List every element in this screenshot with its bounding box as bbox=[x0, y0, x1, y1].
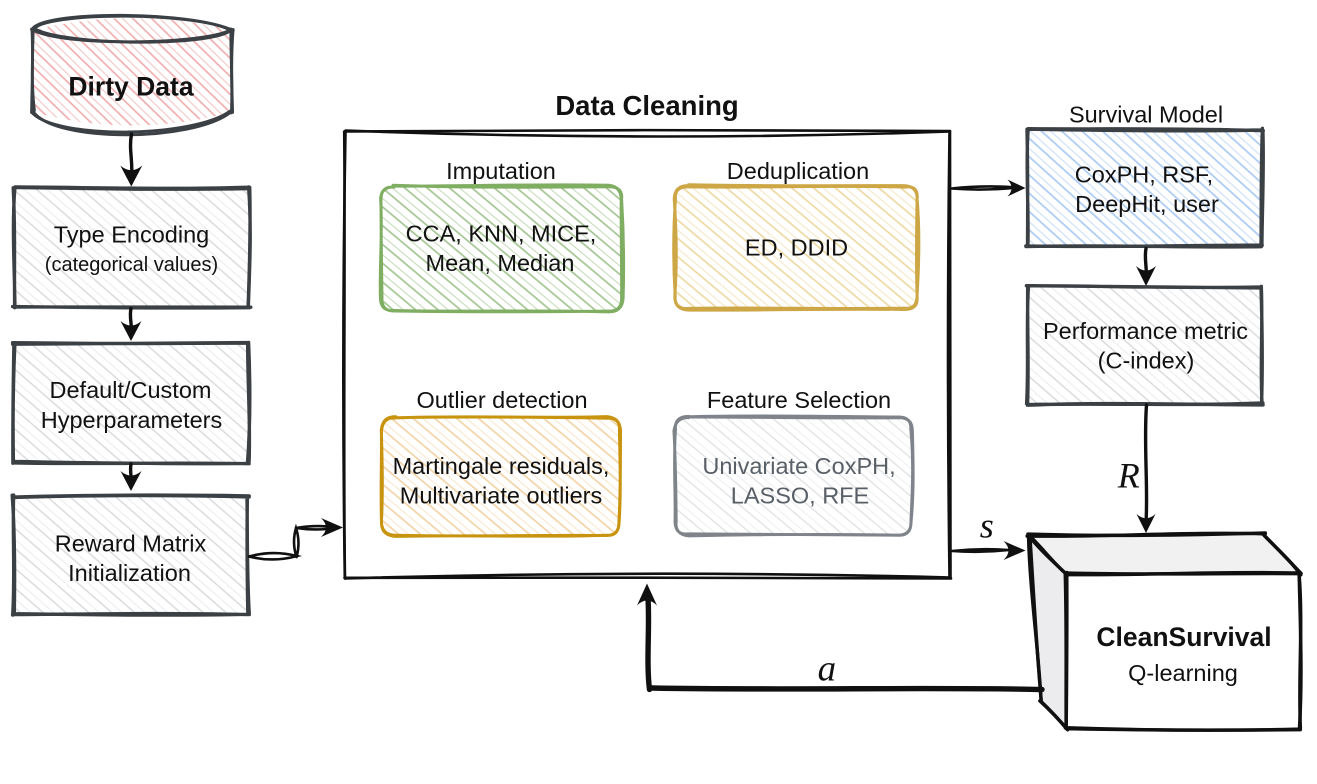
svg-text:Initialization: Initialization bbox=[68, 560, 191, 586]
svg-text:LASSO, RFE: LASSO, RFE bbox=[731, 482, 869, 508]
svg-text:Survival Model: Survival Model bbox=[1069, 102, 1223, 128]
svg-text:Type Encoding: Type Encoding bbox=[54, 222, 209, 248]
svg-text:Outlier detection: Outlier detection bbox=[416, 387, 587, 413]
svg-text:Reward Matrix: Reward Matrix bbox=[55, 531, 207, 557]
svg-text:CCA, KNN, MICE,: CCA, KNN, MICE, bbox=[406, 221, 597, 247]
svg-text:Hyperparameters: Hyperparameters bbox=[41, 407, 223, 433]
svg-text:Imputation: Imputation bbox=[446, 158, 556, 184]
svg-text:Data Cleaning: Data Cleaning bbox=[555, 90, 738, 121]
svg-text:CleanSurvival: CleanSurvival bbox=[1096, 622, 1271, 652]
svg-text:DeepHit, user: DeepHit, user bbox=[1075, 191, 1219, 217]
svg-text:Performance metric: Performance metric bbox=[1043, 318, 1248, 344]
svg-text:Multivariate outliers: Multivariate outliers bbox=[400, 482, 602, 508]
svg-text:Default/Custom: Default/Custom bbox=[50, 377, 212, 403]
svg-text:Q-learning: Q-learning bbox=[1128, 660, 1238, 686]
svg-text:(C-index): (C-index) bbox=[1098, 348, 1195, 374]
svg-text:Dirty Data: Dirty Data bbox=[68, 72, 193, 102]
svg-text:ED, DDID: ED, DDID bbox=[745, 235, 848, 261]
svg-text:s: s bbox=[980, 505, 994, 545]
svg-text:Deduplication: Deduplication bbox=[727, 158, 869, 184]
svg-text:(categorical values): (categorical values) bbox=[45, 254, 218, 276]
svg-text:Mean, Median: Mean, Median bbox=[426, 250, 575, 276]
svg-text:Martingale residuals,: Martingale residuals, bbox=[393, 453, 610, 479]
svg-text:Feature Selection: Feature Selection bbox=[707, 387, 891, 413]
svg-text:a: a bbox=[818, 649, 837, 690]
svg-text:Univariate CoxPH,: Univariate CoxPH, bbox=[702, 453, 895, 479]
svg-text:CoxPH, RSF,: CoxPH, RSF, bbox=[1075, 161, 1213, 187]
svg-text:R: R bbox=[1117, 455, 1140, 495]
